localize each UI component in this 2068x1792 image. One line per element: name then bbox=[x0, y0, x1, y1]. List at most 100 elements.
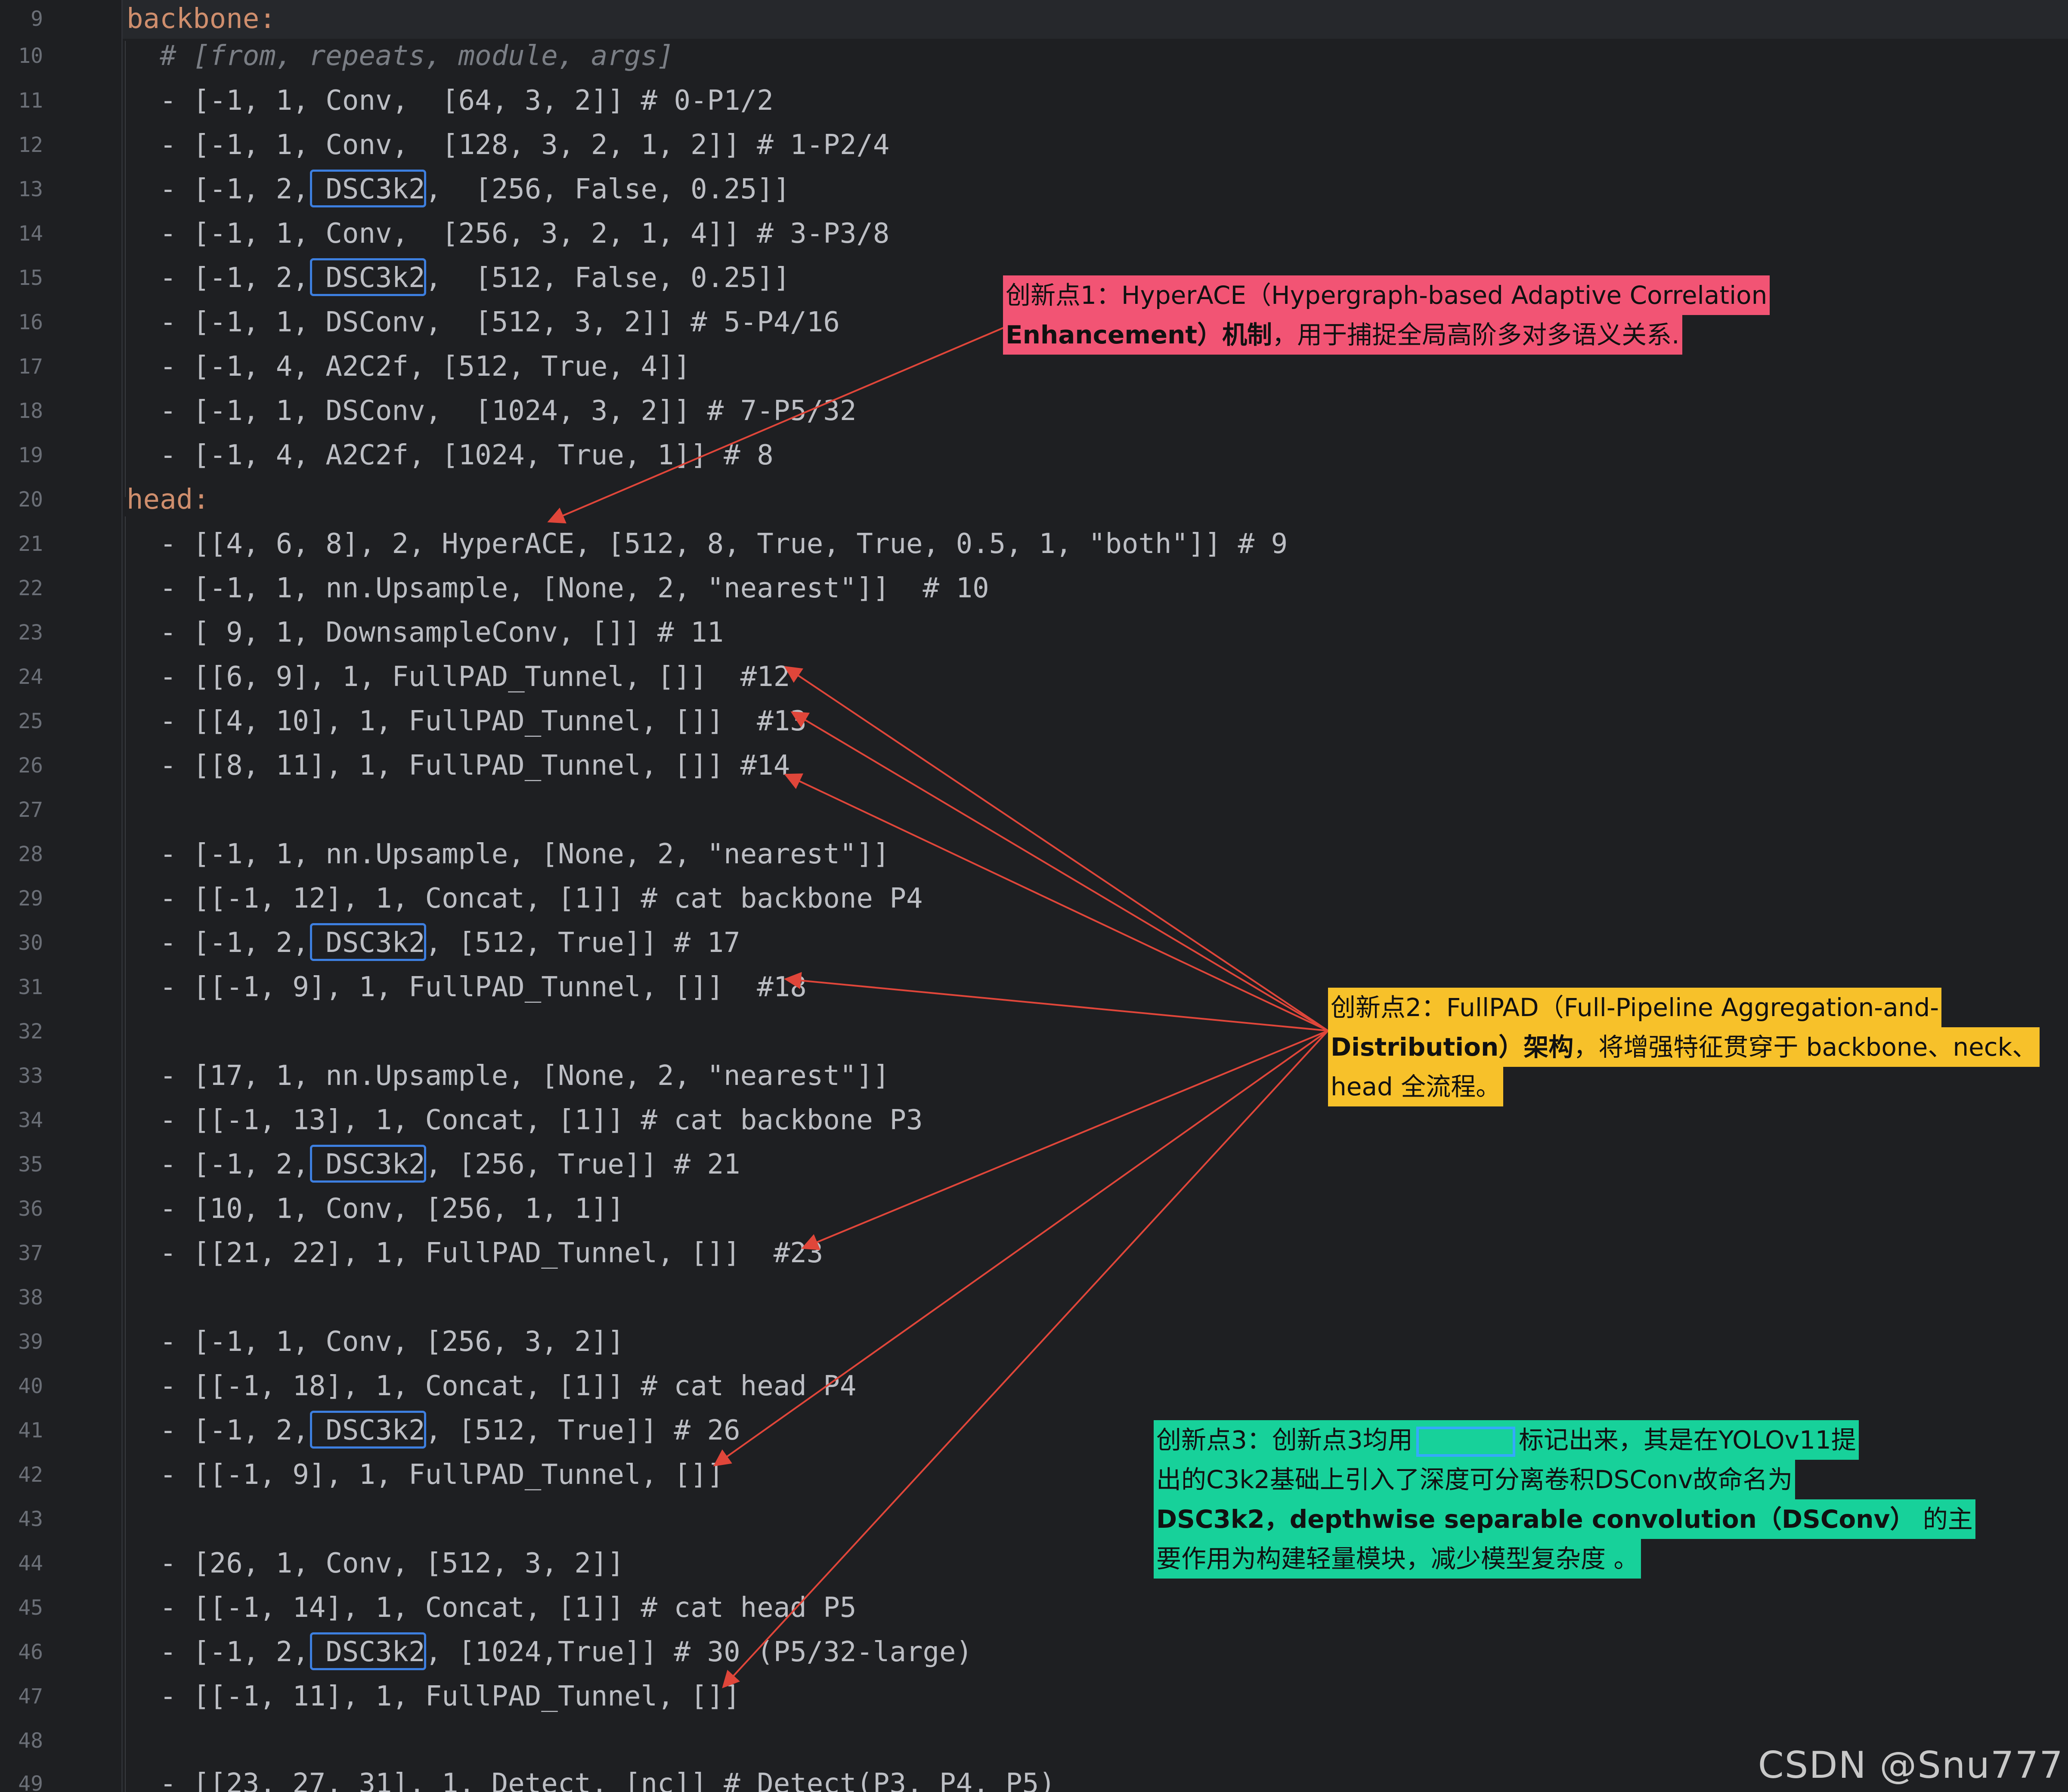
code-line-16[interactable]: - [-1, 1, DSConv, [512, 3, 2]] # 5-P4/16 bbox=[127, 305, 840, 340]
code-text: - [-1, 1, nn.Upsample, [None, 2, "neares… bbox=[127, 838, 890, 870]
code-text: - [ 9, 1, DownsampleConv, []] # 11 bbox=[127, 617, 724, 649]
code-text: - [-1, 1, DSConv, [512, 3, 2]] # 5-P4/16 bbox=[127, 306, 840, 338]
code-line-34[interactable]: - [[-1, 13], 1, Concat, [1]] # cat backb… bbox=[127, 1103, 923, 1137]
line-number: 33 bbox=[18, 1064, 43, 1088]
line-number: 41 bbox=[18, 1418, 43, 1443]
line-number: 35 bbox=[18, 1152, 43, 1177]
code-text: head: bbox=[127, 484, 210, 516]
code-line-25[interactable]: - [[4, 10], 1, FullPAD_Tunnel, []] #13 bbox=[127, 704, 807, 738]
code-text: - [-1, 2, DSC3k2, [256, True]] # 21 bbox=[127, 1149, 740, 1180]
code-text: - [17, 1, nn.Upsample, [None, 2, "neares… bbox=[127, 1060, 890, 1092]
dsc3k2-highlight-box bbox=[310, 258, 426, 296]
code-line-30[interactable]: - [-1, 2, DSC3k2, [512, True]] # 17 bbox=[127, 926, 740, 960]
code-line-26[interactable]: - [[8, 11], 1, FullPAD_Tunnel, []] #14 bbox=[127, 748, 790, 783]
line-number: 29 bbox=[18, 887, 43, 911]
code-text: - [-1, 2, DSC3k2, [512, True]] # 17 bbox=[127, 927, 740, 959]
line-number: 32 bbox=[18, 1020, 43, 1044]
code-line-29[interactable]: - [[-1, 12], 1, Concat, [1]] # cat backb… bbox=[127, 881, 923, 916]
code-text: - [-1, 2, DSC3k2, [512, False, 0.25]] bbox=[127, 262, 790, 294]
code-line-11[interactable]: - [-1, 1, Conv, [64, 3, 2]] # 0-P1/2 bbox=[127, 83, 774, 118]
line-number: 9 bbox=[31, 7, 43, 31]
line-number: 43 bbox=[18, 1507, 43, 1531]
line-number: 40 bbox=[18, 1374, 43, 1398]
code-line-42[interactable]: - [[-1, 9], 1, FullPAD_Tunnel, []] bbox=[127, 1458, 724, 1492]
code-line-40[interactable]: - [[-1, 18], 1, Concat, [1]] # cat head … bbox=[127, 1369, 856, 1403]
line-number: 15 bbox=[18, 266, 43, 290]
current-line-highlight bbox=[0, 0, 2068, 39]
code-text: # [from, repeats, module, args] bbox=[127, 40, 674, 72]
code-text: - [-1, 1, Conv, [256, 3, 2]] bbox=[127, 1326, 624, 1358]
line-number: 20 bbox=[18, 488, 43, 512]
code-line-36[interactable]: - [10, 1, Conv, [256, 1, 1]] bbox=[127, 1192, 624, 1226]
code-line-15[interactable]: - [-1, 2, DSC3k2, [512, False, 0.25]] bbox=[127, 261, 790, 295]
watermark: CSDN @Snu777 bbox=[1758, 1744, 2064, 1787]
code-line-41[interactable]: - [-1, 2, DSC3k2, [512, True]] # 26 bbox=[127, 1413, 740, 1448]
note3-line4: 要作用为构建轻量模块，减少模型复杂度 。 bbox=[1154, 1539, 1641, 1579]
line-number: 31 bbox=[18, 975, 43, 999]
code-line-35[interactable]: - [-1, 2, DSC3k2, [256, True]] # 21 bbox=[127, 1147, 740, 1182]
code-line-49[interactable]: - [[23, 27, 31], 1, Detect, [nc]] # Dete… bbox=[127, 1767, 1056, 1792]
code-line-22[interactable]: - [-1, 1, nn.Upsample, [None, 2, "neares… bbox=[127, 571, 989, 606]
code-text: - [-1, 2, DSC3k2, [1024,True]] # 30 (P5/… bbox=[127, 1636, 973, 1668]
note3-line3-bold: DSC3k2，depthwise separable convolution（D… bbox=[1156, 1505, 1915, 1534]
blue-box-swatch-icon bbox=[1416, 1426, 1515, 1457]
code-text: - [26, 1, Conv, [512, 3, 2]] bbox=[127, 1548, 624, 1579]
code-line-45[interactable]: - [[-1, 14], 1, Concat, [1]] # cat head … bbox=[127, 1591, 856, 1625]
code-text: - [-1, 2, DSC3k2, [256, False, 0.25]] bbox=[127, 173, 790, 205]
line-number: 36 bbox=[18, 1197, 43, 1221]
code-text: - [[-1, 9], 1, FullPAD_Tunnel, []] bbox=[127, 1459, 724, 1491]
innovation-note-2: 创新点2：FullPAD（Full-Pipeline Aggregation-a… bbox=[1328, 988, 2040, 1106]
code-text: - [-1, 1, DSConv, [1024, 3, 2]] # 7-P5/3… bbox=[127, 395, 857, 427]
line-number: 11 bbox=[18, 89, 43, 113]
code-text: - [10, 1, Conv, [256, 1, 1]] bbox=[127, 1193, 624, 1225]
line-number: 42 bbox=[18, 1463, 43, 1487]
line-number: 21 bbox=[18, 532, 43, 556]
note3-line1: 创新点3：创新点3均用标记出来，其是在YOLOv11提 bbox=[1154, 1420, 1859, 1460]
code-text: - [-1, 1, Conv, [256, 3, 2, 1, 4]] # 3-P… bbox=[127, 218, 890, 250]
code-line-19[interactable]: - [-1, 4, A2C2f, [1024, True, 1]] # 8 bbox=[127, 438, 774, 473]
arrow-to-line-25 bbox=[790, 711, 1329, 1032]
line-number: 16 bbox=[18, 310, 43, 334]
code-line-13[interactable]: - [-1, 2, DSC3k2, [256, False, 0.25]] bbox=[127, 172, 790, 207]
code-line-47[interactable]: - [[-1, 11], 1, FullPAD_Tunnel, []] bbox=[127, 1679, 740, 1714]
code-line-23[interactable]: - [ 9, 1, DownsampleConv, []] # 11 bbox=[127, 615, 724, 650]
code-line-24[interactable]: - [[6, 9], 1, FullPAD_Tunnel, []] #12 bbox=[127, 660, 790, 694]
code-line-39[interactable]: - [-1, 1, Conv, [256, 3, 2]] bbox=[127, 1325, 624, 1359]
code-text: - [-1, 4, A2C2f, [1024, True, 1]] # 8 bbox=[127, 439, 774, 471]
code-line-14[interactable]: - [-1, 1, Conv, [256, 3, 2, 1, 4]] # 3-P… bbox=[127, 216, 889, 251]
code-line-10[interactable]: # [from, repeats, module, args] bbox=[127, 39, 674, 73]
note3-line3: DSC3k2，depthwise separable convolution（D… bbox=[1154, 1499, 1975, 1539]
code-line-37[interactable]: - [[21, 22], 1, FullPAD_Tunnel, []] #23 bbox=[127, 1236, 823, 1270]
code-text: - [-1, 4, A2C2f, [512, True, 4]] bbox=[127, 351, 691, 383]
code-text: - [[4, 10], 1, FullPAD_Tunnel, []] #13 bbox=[127, 705, 807, 737]
line-number: 24 bbox=[18, 665, 43, 689]
line-number: 37 bbox=[18, 1241, 43, 1265]
line-number: 13 bbox=[18, 177, 43, 201]
code-text: - [[23, 27, 31], 1, Detect, [nc]] # Dete… bbox=[127, 1768, 1056, 1792]
code-text: - [-1, 1, nn.Upsample, [None, 2, "neares… bbox=[127, 572, 989, 604]
code-line-28[interactable]: - [-1, 1, nn.Upsample, [None, 2, "neares… bbox=[127, 837, 889, 871]
line-number: 14 bbox=[18, 222, 43, 246]
code-line-46[interactable]: - [-1, 2, DSC3k2, [1024,True]] # 30 (P5/… bbox=[127, 1635, 972, 1669]
arrow-to-line-31 bbox=[784, 972, 1328, 1032]
line-number: 48 bbox=[18, 1729, 43, 1753]
code-line-44[interactable]: - [26, 1, Conv, [512, 3, 2]] bbox=[127, 1546, 624, 1581]
dsc3k2-highlight-box bbox=[310, 1632, 426, 1670]
code-text: - [-1, 2, DSC3k2, [512, True]] # 26 bbox=[127, 1415, 740, 1446]
code-line-17[interactable]: - [-1, 4, A2C2f, [512, True, 4]] bbox=[127, 349, 690, 384]
line-number: 45 bbox=[18, 1596, 43, 1620]
code-line-12[interactable]: - [-1, 1, Conv, [128, 3, 2, 1, 2]] # 1-P… bbox=[127, 128, 889, 162]
line-number: 19 bbox=[18, 443, 43, 467]
line-number: 18 bbox=[18, 399, 43, 423]
code-text: - [[-1, 12], 1, Concat, [1]] # cat backb… bbox=[127, 883, 923, 915]
code-line-20[interactable]: head: bbox=[127, 482, 210, 517]
code-line-9[interactable]: backbone: bbox=[127, 2, 276, 36]
code-line-33[interactable]: - [17, 1, nn.Upsample, [None, 2, "neares… bbox=[127, 1059, 889, 1093]
code-line-18[interactable]: - [-1, 1, DSConv, [1024, 3, 2]] # 7-P5/3… bbox=[127, 394, 856, 428]
note2-line2-bold: Distribution）架构 bbox=[1331, 1032, 1574, 1062]
code-line-21[interactable]: - [[4, 6, 8], 2, HyperACE, [512, 8, True… bbox=[127, 527, 1288, 561]
code-text: - [[8, 11], 1, FullPAD_Tunnel, []] #14 bbox=[127, 750, 790, 782]
line-number: 44 bbox=[18, 1551, 43, 1576]
dsc3k2-highlight-box bbox=[310, 170, 426, 207]
code-line-31[interactable]: - [[-1, 9], 1, FullPAD_Tunnel, []] #18 bbox=[127, 970, 807, 1004]
